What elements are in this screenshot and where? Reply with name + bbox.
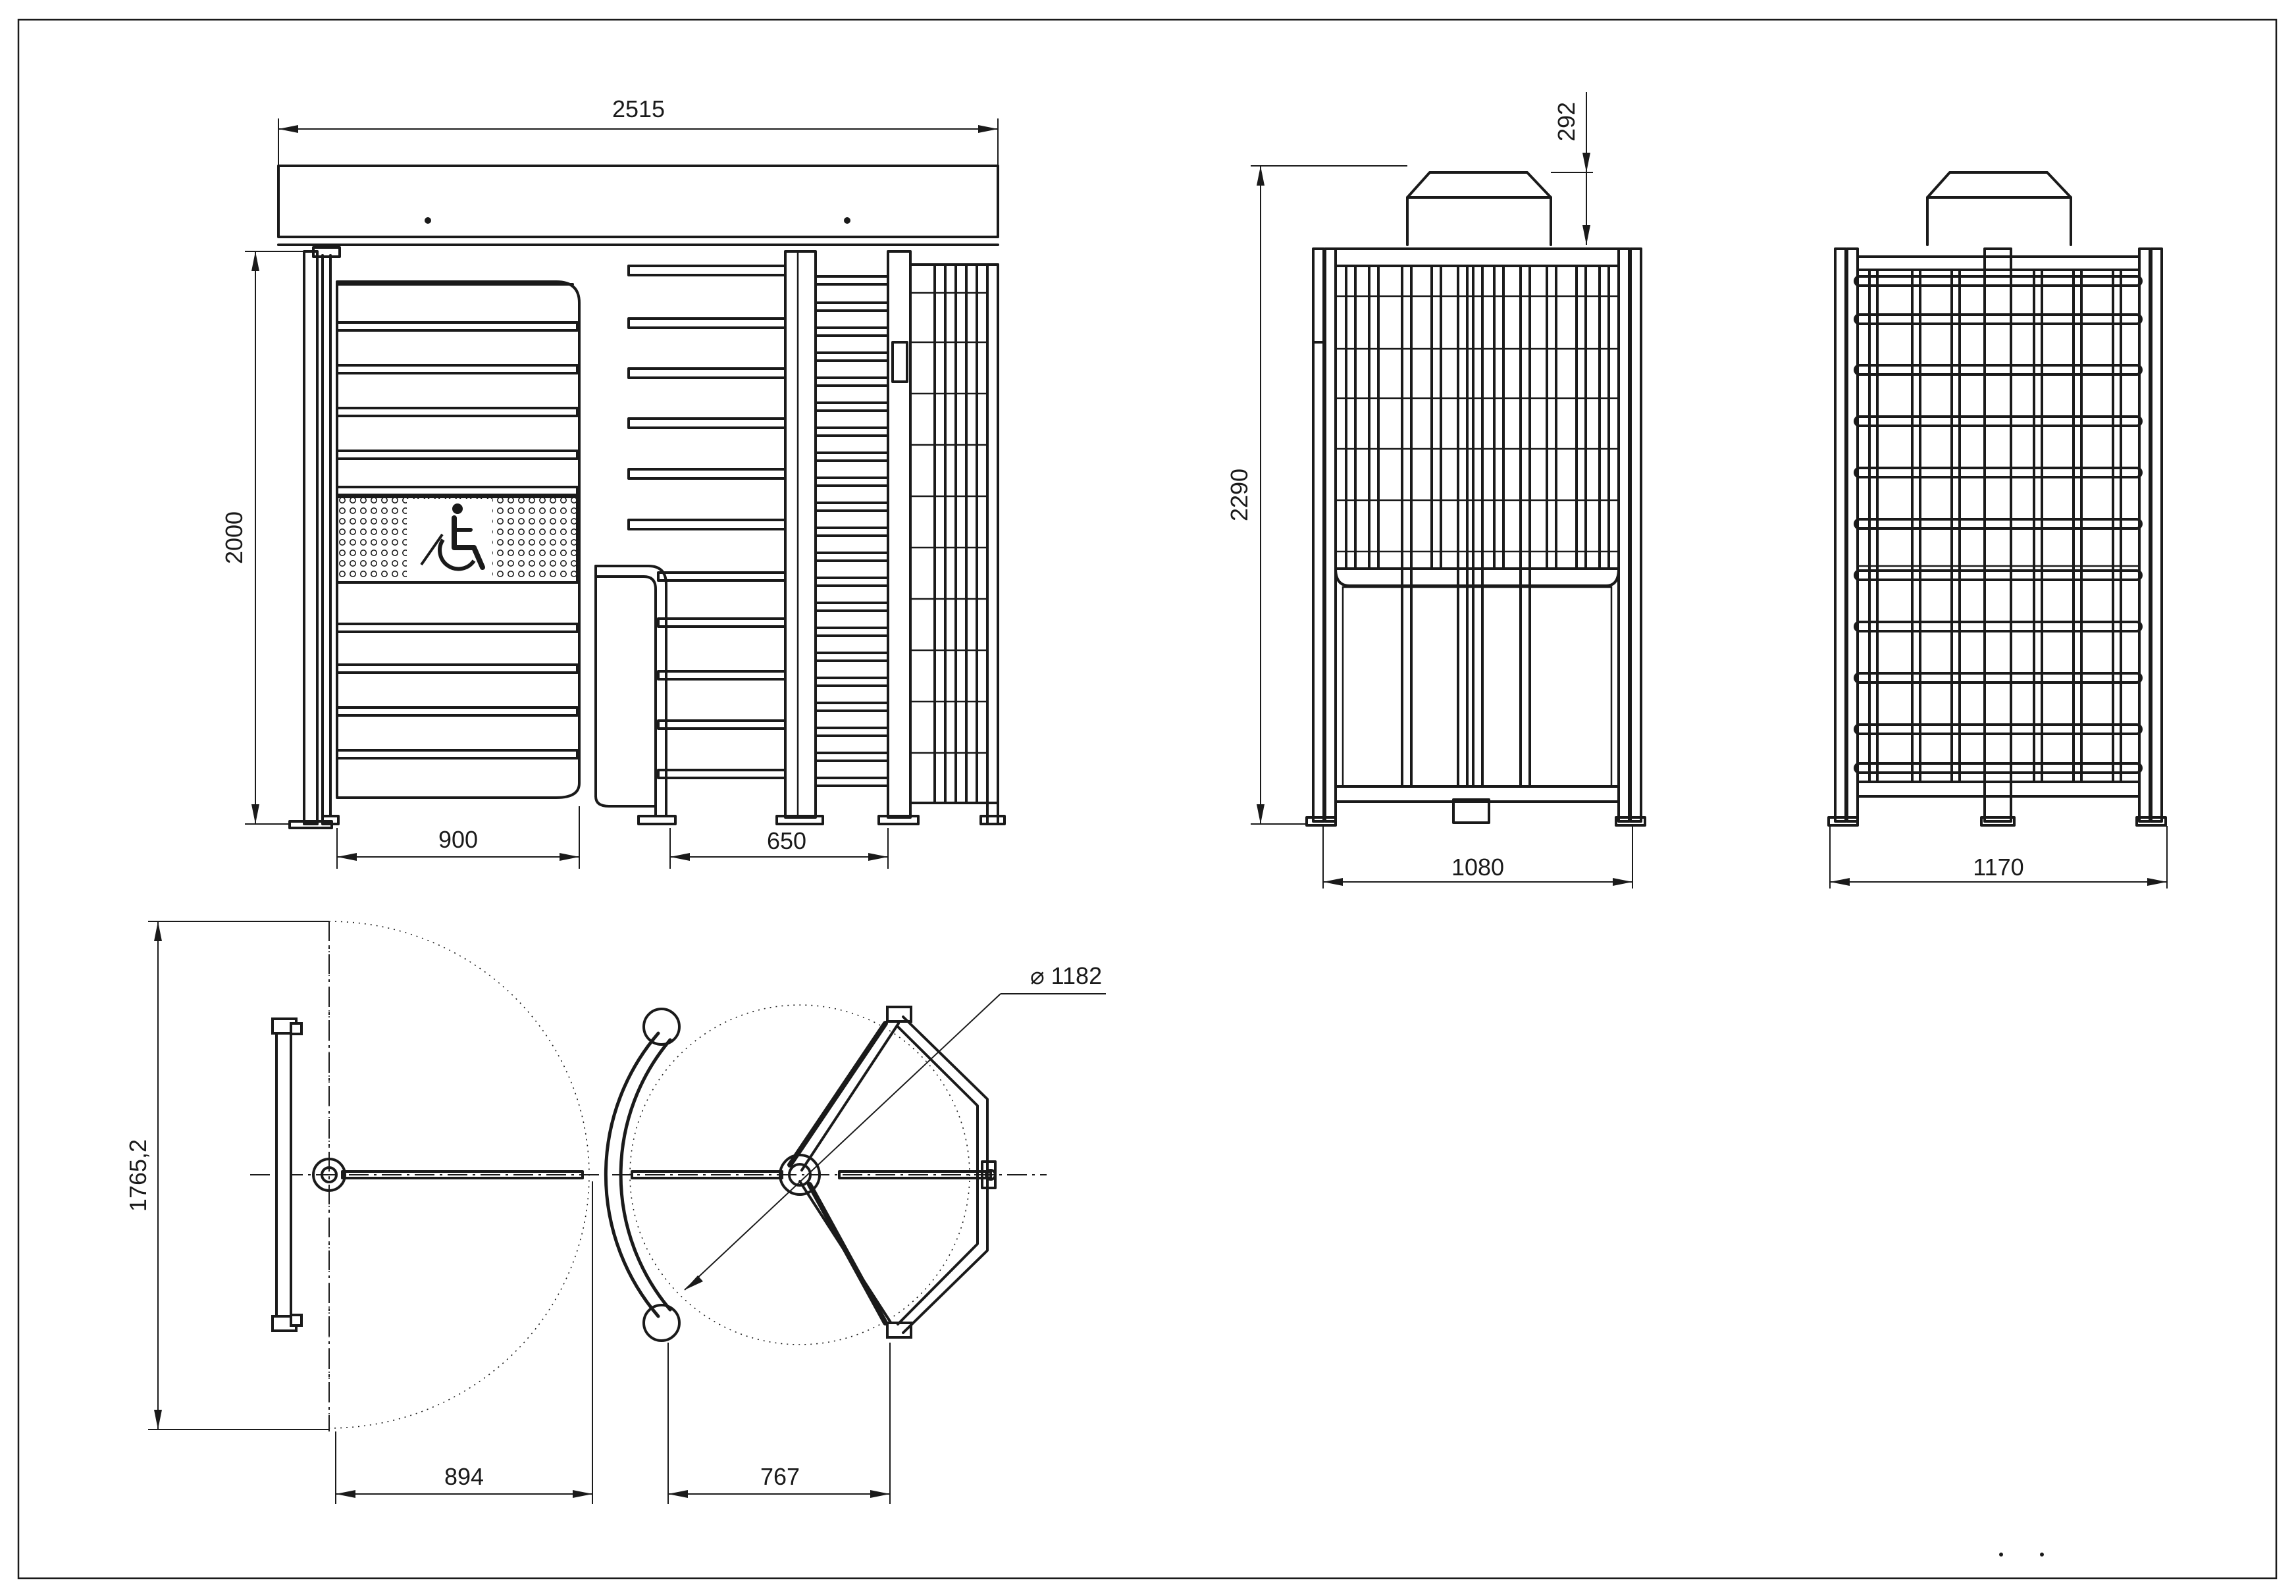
rotor-arms-front [627, 265, 787, 779]
dim-plan-depth: 1765,2 [124, 1139, 151, 1212]
side-view-front [1305, 171, 1646, 827]
front-elevation [277, 165, 1006, 829]
dim-plan-turnstile: 767 [760, 1463, 800, 1490]
back-depth-dimension: 1170 [1829, 826, 2168, 888]
dim-height: 2000 [221, 511, 248, 564]
dim-plan-gate: 894 [444, 1463, 484, 1490]
dim-canopy-height: 292 [1553, 102, 1580, 142]
side-dimensions: 2290 292 1080 [1226, 92, 1633, 888]
dim-front-depth: 1080 [1451, 854, 1504, 881]
front-dimensions: 2515 2000 900 650 [221, 95, 999, 869]
plan-dimensions: 1765,2 894 767 [124, 921, 891, 1504]
wheelchair-icon [420, 503, 485, 571]
dim-side-height: 2290 [1226, 469, 1253, 521]
dim-back-depth: 1170 [1973, 854, 2023, 881]
sheet-frame [17, 18, 2278, 1580]
rotor-arms-right [814, 275, 889, 787]
plan-view: ⌀ 1182 [250, 921, 1106, 1431]
dim-rotor-diameter: ⌀ 1182 [1030, 962, 1102, 989]
dim-overall-width: 2515 [612, 95, 665, 122]
side-view-back [1827, 171, 2167, 827]
dim-passage-wide: 900 [438, 826, 478, 853]
dim-passage-std: 650 [767, 827, 806, 854]
